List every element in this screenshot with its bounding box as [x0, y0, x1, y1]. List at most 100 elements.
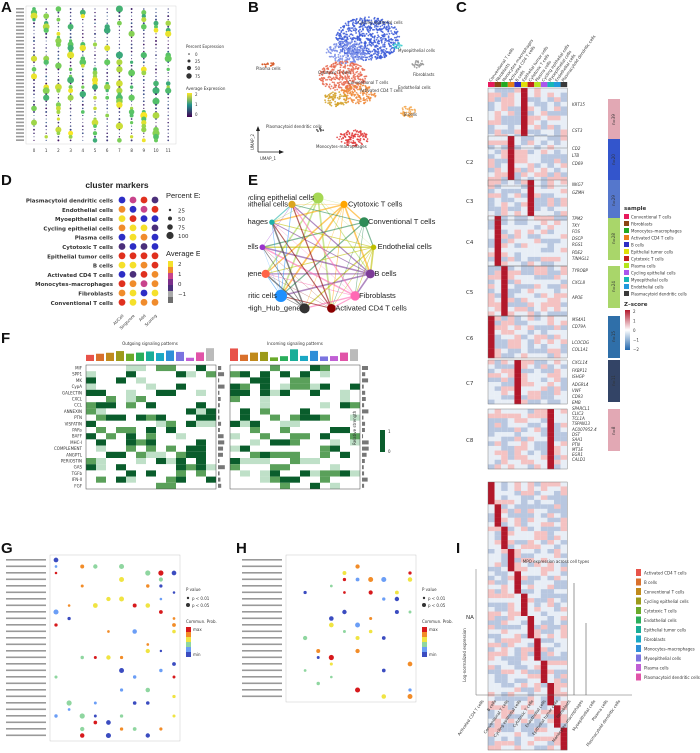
f-heat-cell [240, 476, 250, 483]
a-avg-title: Average Expression [186, 86, 226, 91]
c-heat-cell [514, 129, 521, 135]
c-heat-cell [547, 334, 554, 340]
f-pathway-label: IFN-II [72, 477, 82, 482]
a-avg-tick: 1 [195, 102, 198, 107]
c-heat-cell [521, 700, 528, 706]
a-cluster-tick: 2 [57, 148, 60, 153]
c-heat-cell [488, 377, 495, 383]
c-heat-cell [521, 482, 528, 487]
f-heat-cell [196, 470, 206, 477]
c-heat-cell [527, 736, 535, 742]
b-cell-point [371, 35, 374, 38]
a-dot [153, 80, 159, 87]
c-heat-cell [527, 197, 535, 203]
c-heat-cell [540, 225, 548, 230]
c-heat-cell [547, 531, 554, 536]
b-cell-point [378, 57, 381, 60]
d-row-label: Activated CD4 T cells [47, 273, 113, 279]
c-heat-cell [521, 633, 528, 639]
c-heat-cell [547, 540, 554, 545]
f-heat-cell [350, 383, 360, 390]
b-cell-point [331, 96, 334, 99]
f-heat-cell [260, 377, 270, 384]
c-heat-cell [488, 602, 495, 608]
c-heat-cell [521, 736, 528, 742]
f-heat-cell [116, 420, 126, 427]
f-heat-cell [166, 439, 176, 446]
c-heat-cell [547, 432, 554, 437]
b-cell-point [343, 89, 346, 92]
c-heat-cell [494, 562, 502, 568]
b-cell-point [366, 140, 369, 143]
c-heat-cell [527, 602, 535, 608]
c-heat-cell [554, 111, 561, 116]
a-pct-tick: 25 [195, 59, 201, 64]
b-cell-point [365, 97, 368, 100]
f-pathway-label: ANNEXIN [64, 409, 82, 414]
b-cell-point [346, 96, 348, 99]
f-heat-cell [146, 433, 156, 440]
c-heat-cell [514, 234, 521, 239]
a-dot [106, 11, 108, 14]
c-heat-cell [534, 275, 541, 280]
c-heat-cell [521, 504, 528, 509]
c-heat-cell [534, 348, 541, 354]
f-heat-cell [166, 470, 176, 477]
c-heat-cell [554, 535, 561, 541]
b-cell-point [349, 48, 351, 50]
c-heat-cell [560, 409, 568, 414]
c-heat-cell [501, 373, 508, 378]
a-dot [45, 68, 48, 71]
c-heat-cell [554, 607, 561, 612]
c-heat-cell [501, 683, 508, 688]
c-heat-cell [488, 432, 495, 437]
c-heat-cell [534, 432, 541, 437]
a-dot [57, 72, 60, 74]
f-heat-cell [96, 482, 106, 489]
a-dot [57, 22, 60, 24]
f-heat-cell [230, 420, 240, 427]
f-heat-cell [320, 389, 330, 396]
c-heat-cell [527, 364, 535, 369]
c-heat-cell [554, 669, 561, 675]
a-dot [31, 119, 37, 126]
c-heat-cell [527, 247, 535, 253]
c-heat-cell [560, 522, 568, 527]
bubble-row-label-mark [6, 591, 46, 594]
c-heat-cell [540, 364, 548, 369]
c-heat-cell [521, 390, 528, 396]
c-heat-cell [521, 288, 528, 294]
c-heat-cell [540, 584, 548, 590]
c-heat-cell [521, 364, 528, 369]
c-heat-cell [507, 709, 515, 715]
c-heat-cell [560, 450, 568, 456]
bubble-dot [53, 557, 59, 563]
a-dot [140, 66, 147, 73]
c-heat-cell [534, 584, 541, 590]
f-top-bar [146, 351, 154, 361]
c-heat-cell [488, 188, 495, 194]
c-heat-cell [540, 206, 548, 212]
b-cell-point [368, 39, 371, 42]
f-heat-cell [196, 482, 206, 489]
c-heat-cell [514, 247, 521, 253]
b-cell-point [355, 18, 358, 20]
b-cell-point [341, 57, 344, 60]
d-avg-tick: −1 [178, 292, 186, 298]
b-cell-point [347, 76, 350, 79]
c-heat-cell [527, 651, 535, 657]
f-heat-cell [250, 383, 260, 390]
c-heat-cell [547, 252, 554, 258]
c-heat-cell [494, 526, 502, 532]
e-node-label: Cycling epithelial cells [248, 193, 314, 202]
b-cell-point [352, 144, 354, 147]
a-dot [94, 58, 96, 60]
c-heat-cell [534, 700, 541, 706]
bubble-dot [145, 701, 150, 705]
b-cell-point [354, 61, 357, 63]
c-heat-cell [488, 732, 495, 737]
a-dot [81, 85, 85, 89]
c-heat-cell [488, 293, 495, 299]
c-heat-cell [527, 669, 535, 675]
c-heat-cell [488, 106, 495, 112]
